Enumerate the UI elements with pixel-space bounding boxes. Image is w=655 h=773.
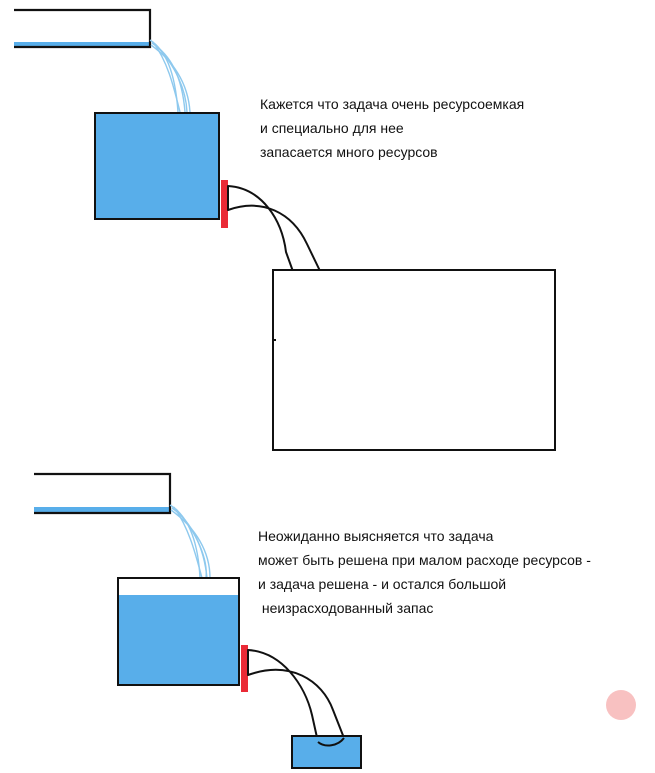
scene-top — [14, 8, 556, 451]
caption-top-line: запасается много ресурсов — [260, 144, 438, 160]
scene-bottom — [34, 472, 362, 769]
receiving-container-large — [272, 269, 556, 451]
receiving-container-small — [291, 735, 362, 769]
valve-top — [221, 180, 228, 228]
outlet-pipe-bottom — [247, 649, 345, 747]
valve-bottom — [241, 645, 248, 692]
caption-bottom-line: неизрасходованный запас — [258, 600, 434, 616]
outlet-pipe-top — [227, 185, 322, 283]
caption-top-line: Кажется что задача очень ресурсоемкая — [260, 96, 525, 112]
tank-partially-empty — [117, 577, 240, 686]
source-gutter-bottom — [34, 472, 172, 515]
water-stream-top — [149, 39, 191, 113]
tank-full — [94, 112, 220, 220]
caption-top: Кажется что задача очень ресурсоемкая и … — [260, 92, 524, 164]
caption-top-line: и специально для нее — [260, 120, 404, 136]
water-stream-bottom — [169, 504, 211, 579]
marker-dot — [606, 690, 636, 720]
caption-bottom-line: и задача решена - и остался большой — [258, 576, 507, 592]
caption-bottom-line: Неожиданно выясняется что задача — [258, 528, 494, 544]
caption-bottom-line: может быть решена при малом расходе ресу… — [258, 552, 591, 568]
source-gutter-top — [14, 8, 152, 49]
caption-bottom: Неожиданно выясняется что задача может б… — [258, 524, 591, 620]
